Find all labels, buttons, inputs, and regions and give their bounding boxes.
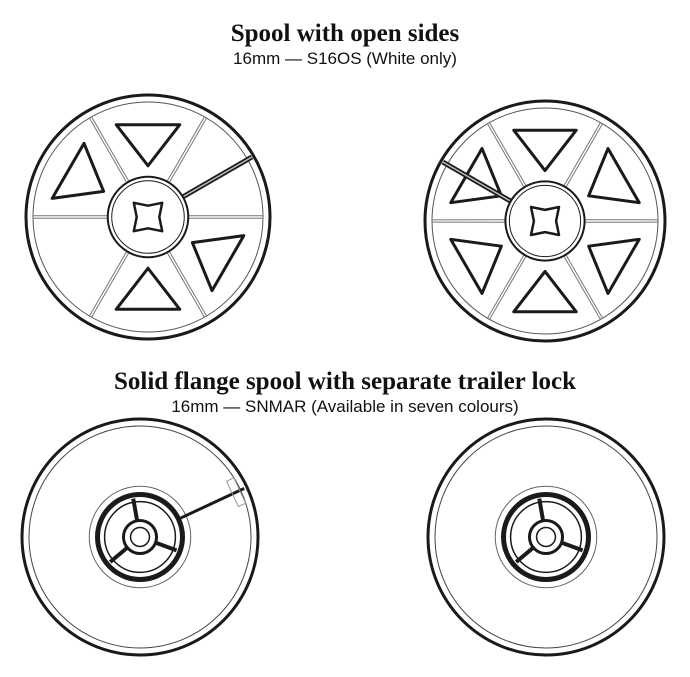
- spoke-line: [565, 123, 603, 188]
- section-subtitle-solid-spool: 16mm — SNMAR (Available in seven colours…: [171, 397, 519, 416]
- trailer-lock-clip: [225, 477, 247, 508]
- spoke-line: [563, 255, 601, 320]
- section-title-open-spool: Spool with open sides: [230, 20, 460, 47]
- window-cutout: [512, 269, 578, 314]
- core-inner: [509, 500, 583, 574]
- spoke-line: [168, 117, 207, 184]
- spoke-line: [565, 254, 603, 319]
- core-inner: [103, 500, 177, 574]
- window-cutout: [512, 128, 578, 173]
- spoke-line: [487, 254, 525, 319]
- hub-inner-circle: [508, 184, 582, 258]
- spindle-hole: [129, 526, 151, 548]
- open-spool-right: [423, 99, 667, 343]
- solid-spool-right: [426, 417, 666, 657]
- trailer-lock-slot-inner: [442, 161, 512, 202]
- spoke-line: [489, 255, 527, 320]
- window-cutout: [114, 123, 182, 168]
- spoke-line: [168, 250, 207, 317]
- core-ring: [494, 485, 598, 589]
- inner-rim: [32, 101, 264, 333]
- inner-rim: [431, 107, 659, 335]
- drive-hole: [132, 201, 164, 233]
- drive-hole: [529, 205, 561, 237]
- spoke-line: [89, 250, 128, 317]
- core-ring: [88, 485, 192, 589]
- window-cutout: [114, 266, 182, 311]
- trailer-lock-slot-inner: [182, 156, 253, 198]
- spindle-hole: [535, 526, 557, 548]
- hub-inner-circle: [111, 180, 185, 254]
- trailer-lock: [177, 487, 245, 521]
- spoke-line: [166, 252, 205, 318]
- window-cutout: [50, 141, 106, 200]
- window-cutout: [587, 147, 641, 205]
- spoke-line: [91, 252, 130, 318]
- inner-rim: [434, 425, 658, 649]
- inner-rim: [28, 425, 252, 649]
- open-spool-left: [24, 93, 272, 341]
- spoke-line: [89, 117, 128, 184]
- window-cutout: [190, 234, 246, 293]
- spoke-line: [487, 123, 525, 188]
- window-cutout: [449, 237, 503, 295]
- spoke-line: [91, 116, 130, 182]
- spoke-line: [489, 122, 527, 187]
- section-title-solid-spool: Solid flange spool with separate trailer…: [113, 368, 577, 395]
- section-subtitle-open-spool: 16mm — S16OS (White only): [233, 49, 457, 68]
- window-cutout: [587, 237, 641, 295]
- spoke-line: [166, 116, 205, 182]
- spoke-line: [563, 122, 601, 187]
- solid-spool-left: [20, 417, 260, 657]
